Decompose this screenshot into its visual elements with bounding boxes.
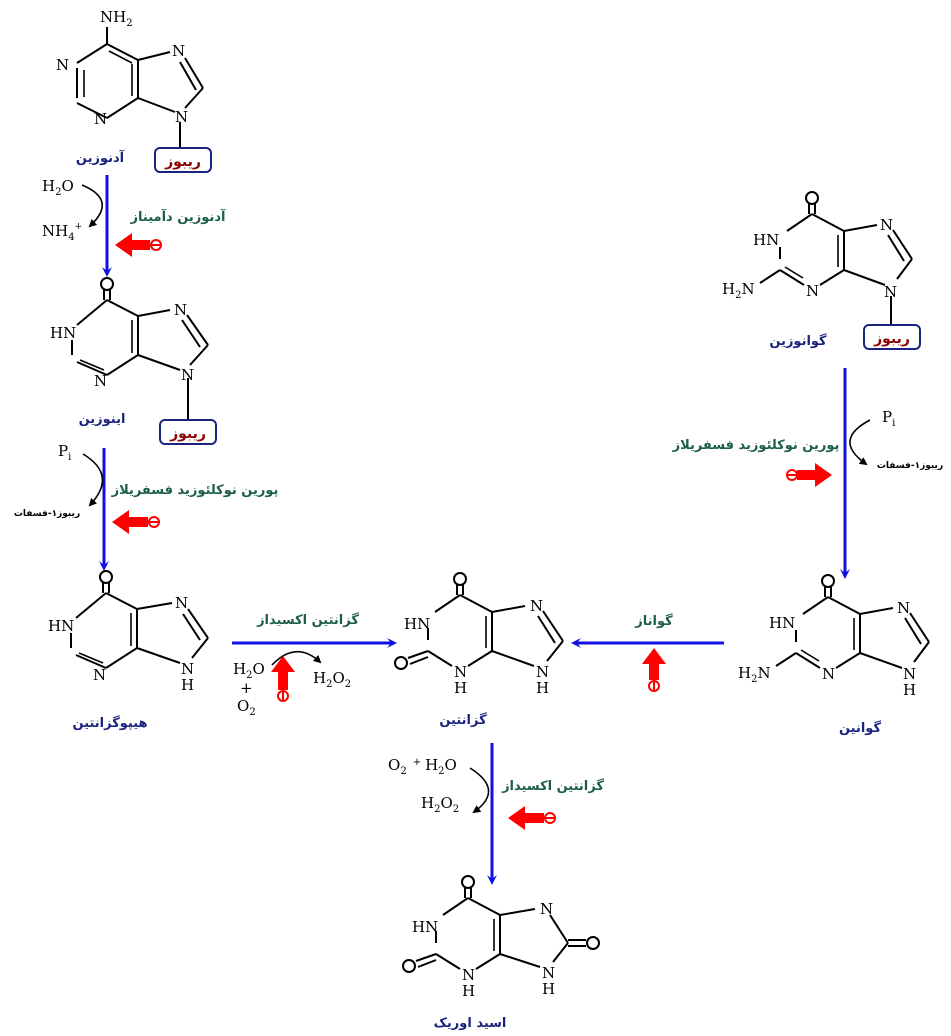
atom-n: N [903,665,916,683]
label-guanine: گوانین [839,720,881,736]
pi-left: Pi [58,442,71,463]
side-arrow-deaminase [81,184,104,228]
atom-h: H [542,980,555,998]
label-hypoxanthine: هیپوگزانتین [72,715,147,731]
atom-n: N [454,663,467,681]
inosine-structure: HN N N N [50,277,209,420]
o2-h2o-xo2: O2+H2O [388,756,457,777]
atom-n: N [94,110,107,128]
side-arrow-xo2 [469,767,490,814]
guanine-structure: HN N N N H H2N [738,574,930,699]
atom-hn: HN [48,617,74,635]
nh2-n: NH2 [100,8,133,29]
atom-n: N [540,900,553,918]
nh4-deaminase: NH4+ [42,222,82,243]
atom-n: N [884,283,897,301]
h2o-deaminase: H2O [42,177,74,198]
atom-n: N [542,964,555,982]
enzyme-pnp-right: پورین نوکلئوزید فسفریلاز [672,438,840,453]
label-uric-acid: اسید اوریک [434,1016,507,1031]
enzyme-pnp-left: پورین نوکلئوزید فسفریلاز [111,483,279,498]
atom-n: N [172,42,185,60]
h2n-guanosine: H2N [722,280,755,301]
atom-h: H [536,679,549,697]
enzyme-xanthine-oxidase-2: گزانتین اکسیداز [501,778,604,794]
atom-n: N [174,301,187,319]
label-inosine: اینوزین [79,412,126,427]
ribose1-phosphate-right: ریبوز۱-فسفات [877,461,943,471]
inhibition-arrow-guanase [642,648,666,692]
atom-h: H [903,681,916,699]
atom-n: N [536,663,549,681]
ribose-label-guanosine: ریبوز [873,331,910,347]
atom-hn: HN [753,231,779,249]
atom-n: N [93,666,106,684]
ribose-box-adenosine [154,147,212,173]
atom-n: N [530,597,543,615]
label-guanosine: گوانوزین [769,333,827,349]
atom-h: H [462,982,475,1000]
atom-n: N [181,366,194,384]
ribose-box-guanosine [863,324,921,350]
inhibition-arrow-xo2 [508,806,556,830]
atom-h: H [454,679,467,697]
pi-right: Pi [882,408,895,429]
enzyme-xanthine-oxidase-1: گزانتین اکسیداز [256,612,359,628]
plus-xo1: + [240,679,253,697]
atom-hn: HN [404,615,430,633]
ribose-label-adenosine: ریبوز [164,154,201,170]
atom-n: N [806,282,819,300]
label-xanthine: گزانتین [439,712,487,728]
atom-n: N [94,372,107,390]
o2-xo1: O2 [237,697,256,718]
hypoxanthine-structure: HN N N N H [48,570,209,694]
h2o2-xo1: H2O2 [313,669,351,690]
side-arrow-pnp-left [82,453,104,507]
h2n-guanine: H2N [738,664,771,685]
xanthine-structure: HN N H N N H [394,572,564,697]
atom-hn: HN [412,918,438,936]
h2o2-xo2: H2O2 [421,794,459,815]
atom-hn: HN [769,614,795,632]
ribose-box-inosine [159,419,217,445]
atom-h: H [181,676,194,694]
atom-n: N [897,599,910,617]
enzyme-adenosine-deaminase: آدنوزین دآمیناز [130,208,226,225]
guanosine-structure: HN N N N H2N [722,191,913,325]
inhibition-arrow-xo1 [271,656,295,702]
atom-n: N [181,660,194,678]
uric-acid-structure: HN N H N N H [402,875,600,1000]
adenosine-structure: NH2 N N N N [56,8,204,148]
inhibition-arrow-pnp-right [786,463,832,487]
atom-n: N [822,665,835,683]
enzyme-guanase: گواناز [634,613,673,629]
atom-n: N [175,108,188,126]
inhibition-arrow-pnp-left [112,510,160,534]
h2o-xo1: H2O [233,660,265,681]
side-arrow-pnp-right [849,419,871,466]
ribose-label-inosine: ریبوز [169,426,206,442]
atom-n: N [175,594,188,612]
ribose1-phosphate-left: ریبوز۱-فسفات [14,509,80,519]
label-adenosine: آدنوزین [76,149,125,166]
atom-n: N [56,56,69,74]
atom-n: N [880,216,893,234]
atom-n: N [462,966,475,984]
side-arrow-xo1 [271,650,322,666]
inhibition-arrow-deaminase [115,233,162,257]
atom-hn: HN [50,324,76,342]
